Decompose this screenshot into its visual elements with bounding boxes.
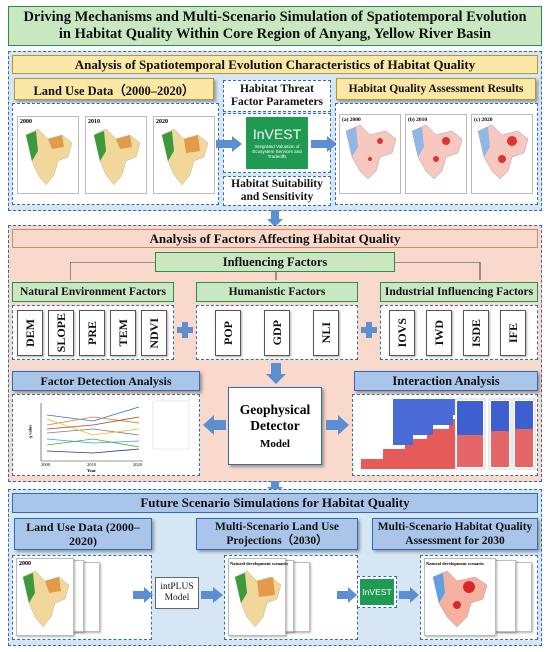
map-shape [477,124,529,180]
landuse-map-2000: 2000 [17,116,79,194]
map-shape [22,570,70,628]
line-chart-svg [40,400,190,462]
map-shape [93,128,141,186]
s3-landuse-map: 2000 [16,558,74,636]
arrow-right-icon [133,587,153,603]
arrow-right-icon [216,136,242,152]
natural-factors-label: Natural Environment Factors [12,282,174,302]
arrow-down-icon [267,210,283,227]
main-title: Driving Mechanisms and Multi-Scenario Si… [23,9,527,42]
arrow-right-icon [399,587,419,603]
map-shape [345,124,397,180]
section1-title-box: Analysis of Spatiotemporal Evolution Cha… [12,55,538,74]
main-title-box: Driving Mechanisms and Multi-Scenario Si… [8,6,542,46]
factor-isde: ISDE [463,310,489,356]
s3-assessment-label: Multi-Scenario Habitat Quality Assessmen… [372,518,538,550]
interaction-label: Interaction Analysis [354,371,538,391]
heatmap-svg [361,398,536,470]
map-shape [411,124,463,180]
arrow-right-icon [311,136,337,152]
s3-assessment-map: Natural development scenario [424,558,496,636]
industrial-factors-label: Industrial Influencing Factors [380,282,538,302]
factor-pre: PRE [79,310,105,356]
arrow-left-icon [203,415,226,435]
factor-ndvi: NDVI [141,310,167,356]
interaction-heatmap-box [352,394,538,476]
landuse-label: Land Use Data（2000–2020） [14,78,214,100]
section2-title-box: Analysis of Factors Affecting Habitat Qu… [12,229,538,248]
factor-tem: TEM [110,310,136,356]
map-shape [234,570,282,628]
section1-title: Analysis of Spatiotemporal Evolution Cha… [74,56,476,72]
arrow-right-icon [326,415,349,435]
map-shape [161,128,209,186]
landuse-map-2010: 2010 [85,116,147,194]
arrow-down-icon [267,481,283,494]
factor-detection-chart: 2000 2010 2020 Year q value [12,394,200,476]
map-shape [432,570,488,628]
arrow-down-icon [266,363,286,384]
factor-iwd: IWD [426,310,452,356]
map-shape [25,128,73,186]
threat-box: Habitat Threat Factor Parameters [223,80,331,112]
intplus-box: intPLUS Model [155,577,199,609]
geo-detector-box: Geophysical Detector Model [228,387,322,465]
arrow-right-icon [201,587,223,603]
factor-slope: SLOPE [48,310,74,356]
s3-invest-logo: InVEST [360,579,394,605]
assessment-label: Habitat Quality Assessment Results [336,78,536,100]
assessment-map-2010: (b) 2010 [405,114,467,194]
factor-pop: POP [215,310,241,356]
factor-dem: DEM [17,310,43,356]
connector-lines [70,262,481,280]
factor-iovs: IOVS [389,310,415,356]
s3-projection-map: Natural development scenario [228,558,288,636]
assessment-map-2000: (a) 2000 [339,114,401,194]
assessment-map-2020: (c) 2020 [471,114,533,194]
factor-detection-label: Factor Detection Analysis [12,371,200,391]
plus-icon [361,322,377,338]
influencing-factors-box: Influencing Factors [155,252,395,272]
factor-ife: IFE [500,310,526,356]
suitability-box: Habitat Suitability and Sensitivity [223,176,331,206]
invest-logo: InVEST Integrated Valuation of Ecosystem… [246,117,308,169]
plus-icon [177,322,193,338]
s3-landuse-label: Land Use Data (2000–2020) [14,518,152,550]
humanistic-factors-label: Humanistic Factors [196,282,358,302]
landuse-map-2020: 2020 [153,116,215,194]
factor-nli: NLI [313,310,339,356]
section3-title-box: Future Scenario Simulations for Habitat … [12,493,538,513]
factor-gdp: GDP [264,310,290,356]
s3-projections-label: Multi-Scenario Land Use Projections（2030… [196,518,358,550]
arrow-right-icon [337,587,357,603]
